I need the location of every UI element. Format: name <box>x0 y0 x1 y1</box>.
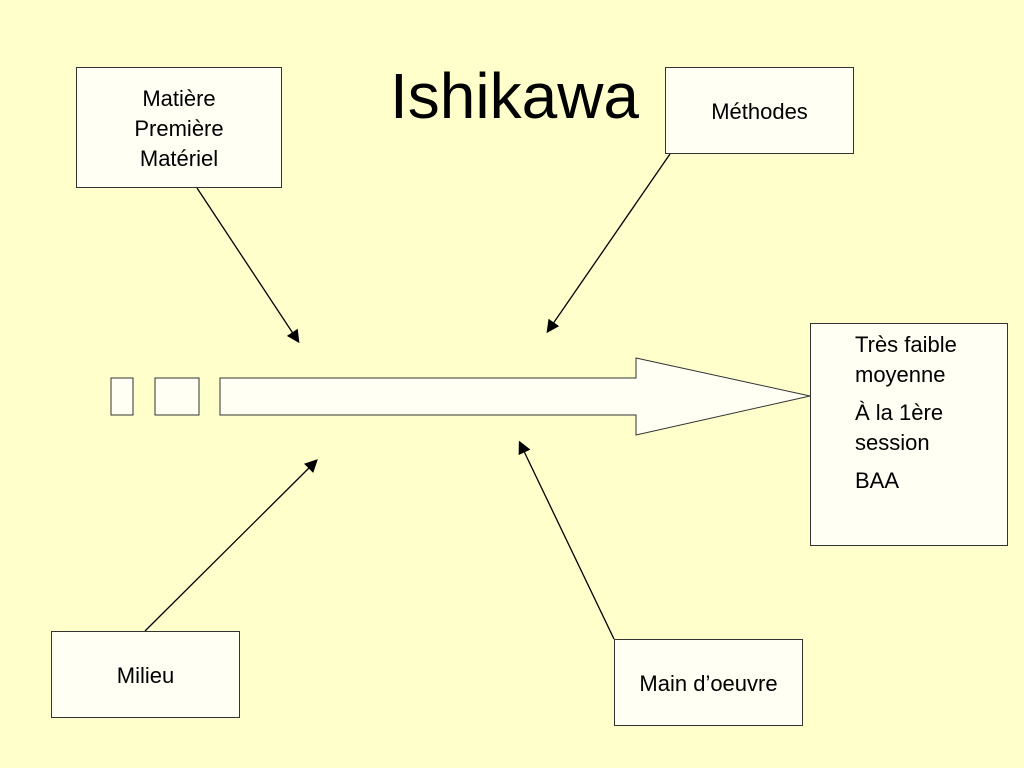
arrow-main-oeuvre <box>518 440 615 640</box>
effect-box: Très faible moyenne À la 1ère session BA… <box>810 323 1008 546</box>
effect-line: session <box>855 430 930 455</box>
cause-label-line: Matériel <box>139 146 219 171</box>
cause-label: Main d’oeuvre <box>639 671 778 696</box>
effect-line: Très faible <box>855 332 957 357</box>
cause-box-milieu: Milieu <box>51 631 240 718</box>
effect-paragraph: BAA <box>855 466 1007 496</box>
cause-box-methodes: Méthodes <box>665 67 854 154</box>
cause-box-main-oeuvre: Main d’oeuvre <box>614 639 803 726</box>
cause-box-matiere: Matière Première Matériel <box>76 67 282 188</box>
diagram-title: Ishikawa <box>390 60 639 132</box>
cause-label: Milieu <box>116 663 175 688</box>
effect-line: À la 1ère <box>855 400 944 425</box>
arrow-matiere <box>196 187 300 344</box>
cause-label: Méthodes <box>711 99 808 124</box>
spine-arrow <box>219 357 811 436</box>
effect-line: BAA <box>855 468 900 493</box>
cause-label-line: Matière <box>142 86 216 111</box>
arrow-milieu <box>144 459 318 632</box>
cause-label-line: Première <box>134 116 224 141</box>
effect-line: moyenne <box>855 362 946 387</box>
effect-paragraph: Très faible moyenne <box>855 330 1007 390</box>
tail-block-medium <box>154 377 200 416</box>
arrow-methodes <box>546 153 671 334</box>
tail-block-small <box>110 377 134 416</box>
effect-paragraph: À la 1ère session <box>855 398 1007 458</box>
